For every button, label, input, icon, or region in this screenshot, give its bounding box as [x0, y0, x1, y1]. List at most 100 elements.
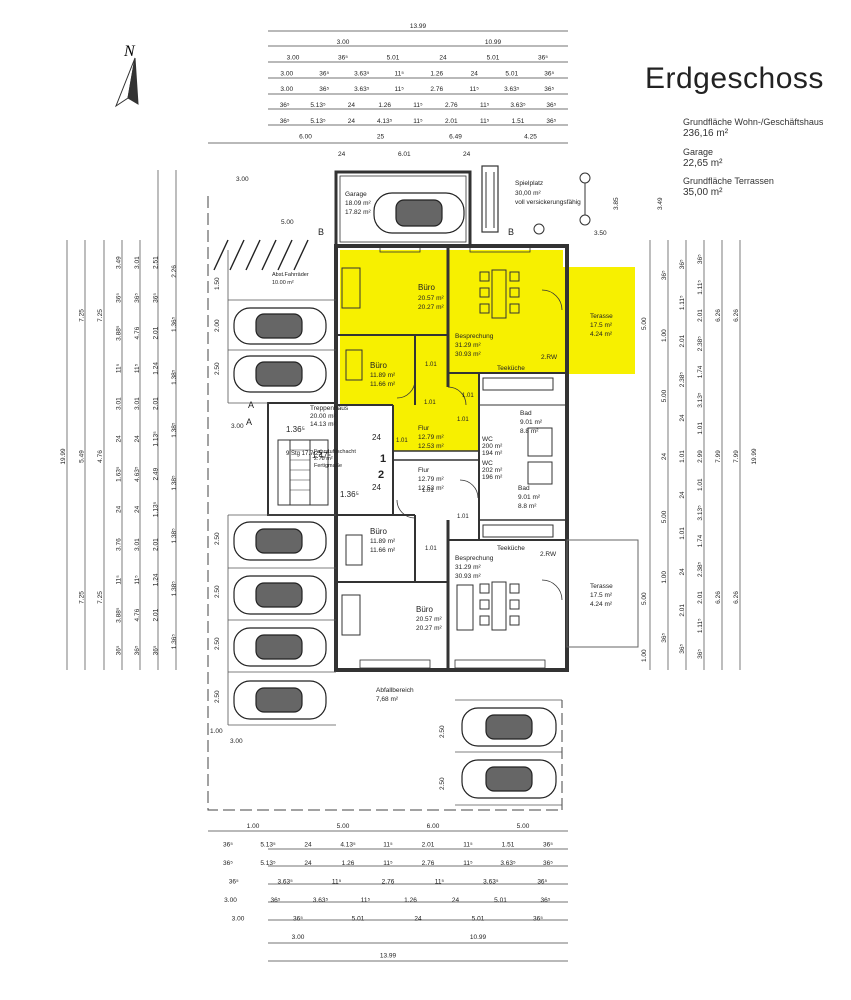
- room-name: Fahrstuhlschacht: [314, 449, 356, 455]
- section-marks: B B A A 1 2: [246, 227, 514, 481]
- dim-label: 1.47⁵: [312, 451, 331, 460]
- dim-label: 7.25: [97, 309, 104, 322]
- stair-steps-label: 9 Stg 17.7/25: [286, 451, 322, 457]
- dim-label: 5.13⁵: [260, 860, 276, 867]
- dim-label: 36⁵: [153, 293, 160, 303]
- dim-label: 24: [414, 916, 422, 923]
- room-name: 2.RW: [540, 551, 557, 558]
- dim-label: 24: [116, 435, 123, 443]
- dim-label: 2.50: [214, 690, 221, 703]
- dim-label: 2.99: [697, 450, 704, 463]
- area-block-garage: Garage 22,65 m²: [683, 147, 722, 169]
- dim-label: 24: [116, 505, 123, 513]
- dim-label: 2.50: [214, 585, 221, 598]
- dim-label: 24: [439, 55, 447, 62]
- dim-label: 4.13⁵: [377, 118, 393, 125]
- north-arrow-icon: N: [114, 43, 139, 108]
- dim-label: 36⁵: [544, 70, 554, 77]
- car-icon: [233, 355, 327, 393]
- dim-label: 2.38⁵: [679, 372, 686, 388]
- dim-label: 36⁵: [546, 118, 556, 125]
- car-icon: [233, 680, 327, 720]
- room-area: 11.89 m²: [370, 538, 396, 545]
- dim-label: 11⁵: [463, 860, 473, 867]
- dim-label: 1.00: [661, 571, 668, 584]
- dim-label: 11⁵: [413, 102, 423, 109]
- area-block-main: Grundfläche Wohn-/Geschäftshaus 236,16 m…: [683, 117, 823, 139]
- room-area: 12.53 m²: [418, 443, 444, 450]
- dim-label: 1.13⁵: [153, 501, 160, 517]
- dim-label: 36⁵: [280, 118, 290, 125]
- dim-label: 19.99: [60, 448, 67, 465]
- dim-label: 2.50: [214, 532, 221, 545]
- dim-label: 6.26: [715, 591, 722, 604]
- room-name: Abfallbereich: [376, 687, 414, 694]
- room-area: 20.57 m²: [418, 295, 444, 302]
- room-name: Büro: [416, 605, 433, 614]
- dim-label: 7.25: [79, 591, 86, 604]
- dim-label: 2.50: [214, 362, 221, 375]
- dim-label: 11⁵: [116, 363, 123, 373]
- dim-label: 11⁵: [383, 842, 393, 849]
- dim-label: 36⁵: [679, 259, 686, 269]
- car-icon: [461, 707, 557, 747]
- dim-label: 6.26: [715, 309, 722, 322]
- windows: [359, 245, 546, 669]
- dim-label: 3.01: [134, 538, 141, 551]
- dim-label: 5.01: [494, 897, 507, 904]
- room-labels: Garage 18.09 m² 17.82 m² Spielplatz 30,0…: [272, 180, 613, 703]
- room-area: 31.29 m²: [455, 564, 481, 571]
- dim-label: 13.99: [380, 953, 397, 960]
- room-area: 30.93 m²: [455, 351, 481, 358]
- dim-label: 2.01: [697, 309, 704, 322]
- dim-label: 5.49: [79, 450, 86, 463]
- dim-label: 3.13⁵: [697, 392, 704, 408]
- dim-label: 24: [372, 433, 381, 442]
- dim-label: 36⁵: [223, 842, 233, 849]
- room-name: Besprechung: [455, 333, 494, 340]
- cars: [233, 192, 557, 799]
- dim-label: 7.25: [79, 309, 86, 322]
- dim-label: 24: [338, 151, 346, 158]
- dim-label: 1.01: [425, 546, 437, 552]
- dim-label: 6.26: [733, 591, 740, 604]
- dim-label: 24: [471, 70, 479, 77]
- dim-label: 2.01: [153, 326, 160, 339]
- dim-label: 5.00: [641, 317, 648, 330]
- dim-label: 36⁵: [338, 55, 348, 62]
- dim-label: 2.49: [153, 467, 160, 480]
- room-area: 18.09 m²: [345, 200, 371, 207]
- dim-label: 25: [377, 134, 385, 141]
- dim-label: 3.00: [292, 934, 305, 941]
- dim-label: 36⁵: [223, 860, 233, 867]
- dim-label: 1.00: [641, 649, 648, 662]
- dim-label: 1.36⁵: [286, 425, 305, 434]
- room-name: Besprechung: [455, 555, 494, 562]
- dim-label: 3.85: [613, 197, 620, 210]
- car-icon: [233, 575, 327, 615]
- room-area: 20.27 m²: [418, 304, 444, 311]
- room-area: 31.29 m²: [455, 342, 481, 349]
- dim-label: 2.50: [439, 725, 446, 738]
- dim-label: 6.01: [398, 151, 411, 158]
- dimension-lines: [66, 30, 741, 962]
- section-mark-label: B: [318, 227, 324, 237]
- dim-label: 36⁵: [116, 645, 123, 655]
- dim-label: 3.00: [231, 423, 244, 430]
- dim-label: 2.01: [153, 397, 160, 410]
- dim-label: 1.26: [378, 102, 391, 109]
- room-area: 20.00 m²: [310, 413, 336, 420]
- dim-label: 5.13⁵: [310, 102, 326, 109]
- dim-label: 3.88⁵: [116, 607, 123, 623]
- room-area: 7,68 m²: [376, 696, 399, 703]
- room-name: Flur: [418, 467, 430, 474]
- car-icon: [233, 307, 327, 345]
- dim-label: 5.01: [487, 55, 500, 62]
- area-block-terrace: Grundfläche Terrassen 35,00 m²: [683, 176, 774, 198]
- dim-label: 1.00: [661, 329, 668, 342]
- dim-label: 1.01: [424, 400, 436, 406]
- dim-label: 3.13⁵: [697, 505, 704, 521]
- room-area: 194 m²: [482, 450, 503, 457]
- room-area: Fertigmaße: [314, 463, 342, 469]
- dim-label: 2.50: [214, 637, 221, 650]
